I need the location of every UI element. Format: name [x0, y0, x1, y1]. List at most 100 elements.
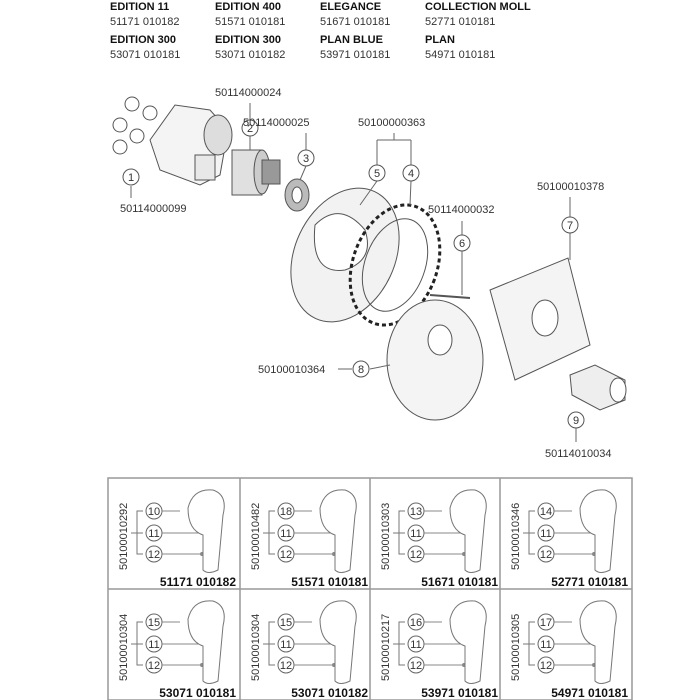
lever-handle-drawing [319, 600, 357, 684]
handle-model-code: 53071 010182 [291, 686, 368, 700]
screw-number: 11 [280, 639, 291, 651]
screw-number: 11 [410, 639, 421, 651]
part-code: 50114000099 [120, 203, 186, 215]
lever-handle-drawing [319, 489, 357, 573]
square-rosette-drawing [489, 257, 591, 381]
handle-model-code: 52771 010181 [551, 575, 628, 589]
part-number: 1 [128, 172, 134, 184]
model-header: COLLECTION MOLL 52771 010181 [425, 0, 531, 30]
handle-variants-grid [107, 477, 633, 700]
handle-set-code: 50100010304 [118, 614, 130, 681]
handle-set-code: 50100010482 [250, 503, 262, 570]
callout-circle [402, 164, 420, 182]
handle-model-code: 53071 010181 [159, 686, 236, 700]
handle-set-code: 50100010303 [380, 503, 392, 570]
sleeve-drawing [569, 364, 627, 411]
model-code: 54971 010181 [425, 49, 496, 61]
handle-model-code: 54971 010181 [551, 686, 628, 700]
part-number: 8 [358, 364, 364, 376]
callout-circle [122, 168, 140, 186]
handle-variant-cell: 50100010346 14 11 12 52771 010181 [510, 489, 628, 589]
lever-handle-drawing [187, 600, 225, 684]
lever-number: 13 [410, 506, 422, 518]
part-number: 6 [459, 238, 465, 250]
model-code: 51571 010181 [215, 16, 286, 28]
lever-handle-drawing [579, 600, 617, 684]
bracket-line [393, 510, 405, 555]
part-number: 5 [374, 168, 380, 180]
cap-number: 12 [280, 549, 292, 561]
part-code: 50100000363 [358, 117, 425, 129]
model-name: EDITION 300 [110, 34, 177, 46]
lever-handle-drawing [187, 489, 225, 573]
part-code: 50114000025 [243, 117, 309, 129]
handle-model-code: 51171 010182 [160, 575, 236, 589]
part-code: 50114010034 [545, 448, 611, 460]
handle-set-code: 50100010346 [510, 503, 522, 570]
mounting-frame-drawing [348, 203, 442, 327]
model-name: PLAN BLUE [320, 34, 383, 46]
cap-number: 12 [280, 660, 292, 672]
part-number: 9 [573, 415, 579, 427]
cartridge-drawing [231, 149, 281, 196]
screw-number: 11 [148, 639, 159, 651]
model-code: 53071 010181 [110, 49, 181, 61]
part-number: 4 [408, 168, 414, 180]
model-header: ELEGANCE 51671 010181 [320, 0, 390, 30]
lever-handle-drawing [579, 489, 617, 573]
cap-number: 12 [148, 549, 160, 561]
callout-circle [297, 149, 315, 167]
model-code: 51671 010181 [320, 16, 391, 28]
cap-number: 12 [540, 660, 552, 672]
lever-number: 14 [540, 506, 552, 518]
screw-number: 11 [410, 528, 421, 540]
callout-circle [453, 234, 471, 252]
leader-lines [130, 103, 577, 442]
part-callout: 1 50114000099 [120, 168, 186, 215]
round-rosette-drawing [386, 299, 484, 421]
model-name: EDITION 11 [110, 1, 170, 13]
lever-number: 18 [280, 506, 292, 518]
handle-set-code: 50100010217 [380, 614, 392, 681]
callout-circle [352, 360, 370, 378]
callout-circle [567, 411, 585, 429]
callout-circle [561, 216, 579, 234]
model-code: 52771 010181 [425, 16, 496, 28]
cap-number: 12 [540, 549, 552, 561]
bracket-line [523, 510, 535, 555]
bracket-line [263, 510, 275, 555]
cap-number: 12 [410, 660, 422, 672]
lever-handle-drawing [449, 489, 487, 573]
handle-set-code: 50100010305 [510, 614, 522, 681]
model-code: 51171 010182 [110, 16, 180, 28]
model-code: 53971 010181 [320, 49, 391, 61]
screw-number: 11 [540, 528, 551, 540]
part-number: 3 [303, 153, 309, 165]
part-callout: 5 [368, 164, 386, 182]
part-code: 50100010378 [537, 181, 604, 193]
model-name: PLAN [425, 34, 455, 46]
bracket-line [131, 621, 143, 666]
bracket-line [263, 621, 275, 666]
model-name: ELEGANCE [320, 1, 382, 13]
handle-model-code: 53971 010181 [421, 686, 498, 700]
lever-number: 15 [280, 617, 292, 629]
nut-drawing [284, 178, 310, 212]
part-callout: 3 50114000025 [243, 117, 315, 167]
model-name: COLLECTION MOLL [425, 1, 531, 13]
bracket-line [393, 621, 405, 666]
model-header: EDITION 300 53071 010181 [110, 33, 180, 63]
model-name: EDITION 400 [215, 1, 282, 13]
model-header: EDITION 11 51171 010182 [110, 0, 180, 30]
handle-model-code: 51571 010181 [291, 575, 368, 589]
model-name: EDITION 300 [215, 34, 282, 46]
part-code: 50114000024 [215, 87, 281, 99]
